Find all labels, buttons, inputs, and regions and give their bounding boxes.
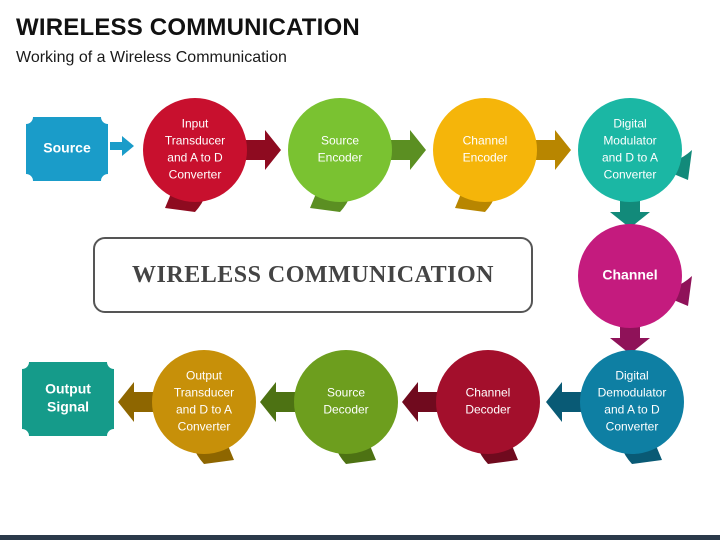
node-top-1-label: and A to D — [167, 151, 223, 165]
node-bottom-1-label: Converter — [606, 420, 659, 434]
node-top-4-circle — [578, 98, 682, 202]
node-top-2-circle — [288, 98, 392, 202]
channel-node-circle — [578, 224, 682, 328]
source-arrow — [110, 136, 134, 156]
node-top-4-label: Digital — [613, 117, 646, 131]
page-subtitle: Working of a Wireless Communication — [16, 49, 287, 66]
node-bottom-2-arrow — [402, 382, 442, 422]
node-top-3-circle — [433, 98, 537, 202]
node-bottom-3-circle — [294, 350, 398, 454]
node-top-3-arrow — [531, 130, 571, 170]
node-bottom-1-circle — [580, 350, 684, 454]
center-title-box: WIRELESS COMMUNICATION — [93, 237, 533, 313]
node-bottom-4-label: Converter — [178, 420, 231, 434]
node-bottom-3-label: Source — [327, 386, 365, 400]
node-top-2-arrow — [386, 130, 426, 170]
page-title: WIRELESS COMMUNICATION — [16, 14, 360, 41]
channel-node[interactable]: Channel — [578, 224, 692, 354]
node-top-1-circle — [143, 98, 247, 202]
node-bottom-1-label: Digital — [615, 369, 648, 383]
node-top-1-label: Transducer — [165, 134, 225, 148]
node-top-3-label: Channel — [463, 134, 508, 148]
node-bottom-2-label: Decoder — [465, 403, 510, 417]
node-top-2-label: Encoder — [318, 151, 363, 165]
channel-node-label: Channel — [602, 267, 657, 283]
node-bottom-1-label: and A to D — [604, 403, 660, 417]
node-bottom-3-arrow — [260, 382, 300, 422]
node-top-4-arrow — [610, 196, 650, 228]
node-bottom-3-label: Decoder — [323, 403, 368, 417]
node-top-4-label: and D to A — [602, 151, 658, 165]
source-box-box — [26, 117, 108, 181]
node-top-4-label: Modulator — [603, 134, 656, 148]
node-bottom-4-circle — [152, 350, 256, 454]
node-top-1-arrow — [241, 130, 281, 170]
node-bottom-1-label: Demodulator — [598, 386, 667, 400]
channel-node-arrow — [610, 322, 650, 354]
node-bottom-2-label: Channel — [466, 386, 511, 400]
node-bottom-4-arrow — [118, 382, 158, 422]
node-bottom-4-label: Output — [186, 369, 223, 383]
node-top-3-label: Encoder — [463, 151, 508, 165]
source-box-label: Source — [43, 140, 91, 156]
node-bottom-2-circle — [436, 350, 540, 454]
output-box-box — [22, 362, 114, 436]
output-box-label: Signal — [47, 399, 89, 415]
node-top-4-label: Converter — [604, 168, 657, 182]
node-bottom-1-arrow — [546, 382, 586, 422]
node-top-1-label: Input — [182, 117, 209, 131]
output-box-label: Output — [45, 381, 91, 397]
node-bottom-4-label: and D to A — [176, 403, 232, 417]
node-bottom-4-label: Transducer — [174, 386, 234, 400]
footer-bar — [0, 535, 720, 540]
node-top-1-label: Converter — [169, 168, 222, 182]
node-top-2-label: Source — [321, 134, 359, 148]
source-box[interactable]: Source — [26, 117, 108, 181]
